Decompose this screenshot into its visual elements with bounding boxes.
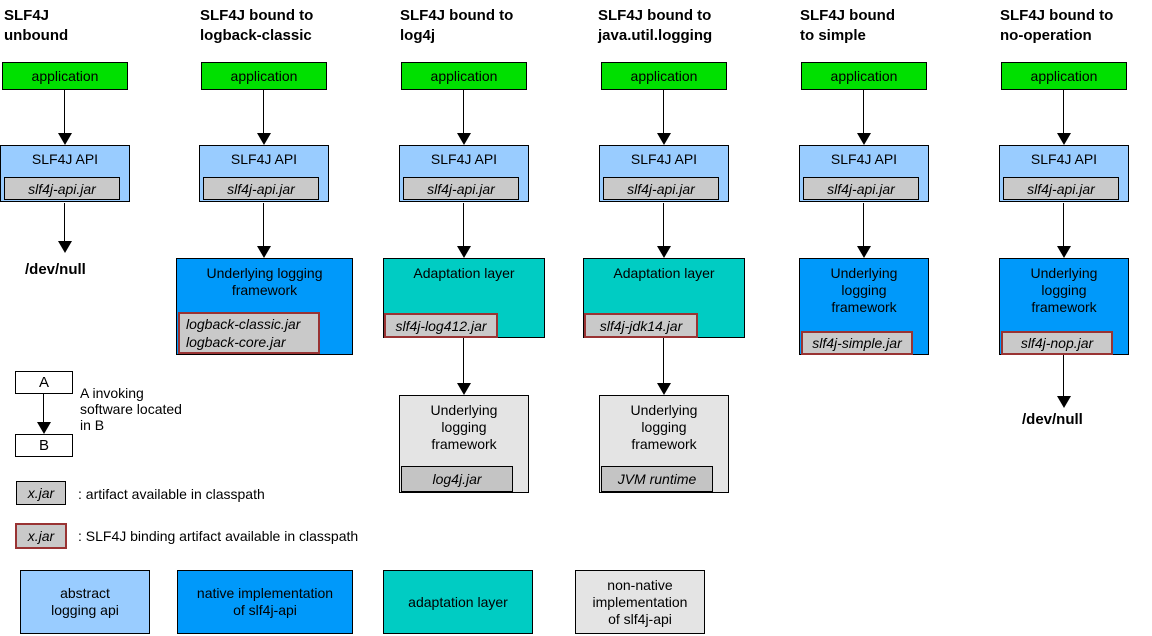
column-title-jul: SLF4J bound to java.util.logging xyxy=(598,7,713,44)
legend-abstract-api-box: abstract logging api xyxy=(20,570,150,634)
legend-box-b: B xyxy=(15,434,73,457)
legend-artifact-text: : artifact available in classpath xyxy=(78,486,265,502)
api-jar-box: slf4j-api.jar xyxy=(203,177,319,200)
framework-label: Underlying logging framework xyxy=(830,265,898,315)
arrow-down-icon xyxy=(257,203,271,258)
column-title-logback: SLF4J bound to logback-classic xyxy=(200,7,314,44)
api-jar-box: slf4j-api.jar xyxy=(403,177,519,200)
arrow-down-icon xyxy=(657,203,671,258)
application-box: application xyxy=(2,62,128,90)
legend-nonnative-impl-box: non-native implementation of slf4j-api xyxy=(575,570,705,634)
binding-jar-box: slf4j-nop.jar xyxy=(1001,331,1113,355)
arrow-down-icon xyxy=(857,203,871,258)
legend-box-a: A xyxy=(15,371,73,394)
arrow-down-icon xyxy=(657,90,671,145)
framework-jar-box: JVM runtime xyxy=(601,466,713,492)
api-jar-box: slf4j-api.jar xyxy=(603,177,719,200)
api-jar-box: slf4j-api.jar xyxy=(803,177,919,200)
arrow-down-icon xyxy=(37,394,51,434)
binding-jar-box: logback-classic.jar logback-core.jar xyxy=(178,312,320,354)
application-box: application xyxy=(1001,62,1127,90)
arrow-down-icon xyxy=(657,338,671,395)
binding-jar-box: slf4j-simple.jar xyxy=(801,331,913,355)
legend-binding-text: : SLF4J binding artifact available in cl… xyxy=(78,528,359,544)
column-title-nop: SLF4J bound to no-operation xyxy=(1000,7,1114,44)
column-title-unbound: SLF4J unbound xyxy=(4,7,69,44)
application-box: application xyxy=(401,62,527,90)
arrow-down-icon xyxy=(457,90,471,145)
api-jar-box: slf4j-api.jar xyxy=(1003,177,1119,200)
application-box: application xyxy=(601,62,727,90)
legend-binding-jar-box: x.jar xyxy=(15,523,67,549)
arrow-down-icon xyxy=(257,90,271,145)
framework-jar-box: log4j.jar xyxy=(401,466,513,492)
binding-jar-box: slf4j-log412.jar xyxy=(384,313,498,338)
framework-label: Underlying logging framework xyxy=(430,402,498,452)
framework-label: Underlying logging framework xyxy=(206,265,323,298)
application-box: application xyxy=(201,62,327,90)
column-title-log4j: SLF4J bound to log4j xyxy=(400,7,514,44)
arrow-down-icon xyxy=(857,90,871,145)
binding-jar-box: slf4j-jdk14.jar xyxy=(584,313,698,338)
application-box: application xyxy=(801,62,927,90)
legend-artifact-jar-box: x.jar xyxy=(16,481,66,505)
devnull-label: /dev/null xyxy=(1022,411,1083,428)
legend-invoke-text: A invoking software located in B xyxy=(80,385,182,433)
arrow-down-icon xyxy=(457,203,471,258)
devnull-label: /dev/null xyxy=(25,261,86,278)
framework-label: Underlying logging framework xyxy=(630,402,698,452)
legend-adaptation-box: adaptation layer xyxy=(383,570,533,634)
arrow-down-icon xyxy=(58,90,72,145)
arrow-down-icon xyxy=(1057,355,1071,408)
arrow-down-icon xyxy=(457,338,471,395)
arrow-down-icon xyxy=(1057,90,1071,145)
arrow-down-icon xyxy=(1057,203,1071,258)
column-title-simple: SLF4J bound to simple xyxy=(800,7,895,44)
arrow-down-icon xyxy=(58,203,72,253)
framework-label: Underlying logging framework xyxy=(1030,265,1098,315)
api-jar-box: slf4j-api.jar xyxy=(4,177,120,200)
legend-native-impl-box: native implementation of slf4j-api xyxy=(177,570,353,634)
